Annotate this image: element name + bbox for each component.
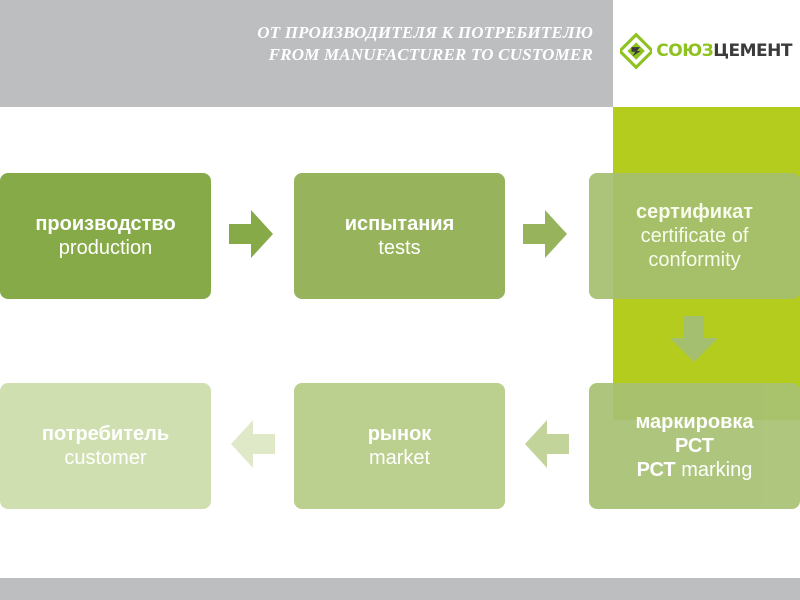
step-label-en-text: marking	[681, 459, 753, 481]
step-label-en: customer	[64, 447, 147, 469]
step-label-ru: производство	[35, 213, 176, 235]
header-band: ОТ ПРОИЗВОДИТЕЛЯ К ПОТРЕБИТЕЛЮ FROM MANU…	[0, 0, 613, 107]
step-label-ru: маркировка	[635, 411, 754, 433]
step-label-en: certificate of conformity	[640, 225, 749, 271]
brand-name-part-a: СОЮЗ	[656, 41, 714, 61]
step-customer: потребитель customer	[0, 383, 211, 509]
page-title-en: FROM MANUFACTURER TO CUSTOMER	[268, 45, 593, 64]
step-certificate: сертификат certificate of conformity	[589, 173, 800, 299]
step-market: рынок market	[294, 383, 505, 509]
brand-name-part-b: ЦЕМЕНТ	[713, 41, 792, 61]
brand-logo: СОЮЗЦЕМЕНТ	[620, 28, 792, 74]
step-label-ru: потребитель	[41, 423, 170, 445]
arrow-down-icon	[670, 316, 718, 362]
arrow-left-icon	[231, 420, 275, 468]
step-label-ru: рынок	[367, 423, 432, 445]
step-pct-marking: маркировка РСТ РСТ marking	[589, 383, 800, 509]
arrow-right-icon	[229, 210, 273, 258]
arrow-left-icon	[525, 420, 569, 468]
step-label-en: РСТ marking	[637, 458, 753, 482]
step-label-ru: сертификат	[635, 201, 753, 223]
step-label-en: production	[58, 237, 153, 259]
step-production: производство production	[0, 173, 211, 299]
step-label-ru: испытания	[344, 213, 455, 235]
step-label-en: market	[368, 447, 431, 469]
step-label-en-abbr: РСТ	[636, 459, 676, 481]
step-label-en: tests	[378, 237, 421, 259]
step-tests: испытания tests	[294, 173, 505, 299]
brand-name: СОЮЗЦЕМЕНТ	[656, 41, 792, 61]
step-label-ru-abbr: РСТ	[674, 435, 714, 457]
soyuzcement-logo-icon	[620, 32, 653, 70]
arrow-right-icon	[523, 210, 567, 258]
page-title-ru: ОТ ПРОИЗВОДИТЕЛЯ К ПОТРЕБИТЕЛЮ	[257, 23, 593, 42]
page-title: ОТ ПРОИЗВОДИТЕЛЯ К ПОТРЕБИТЕЛЮ FROM MANU…	[257, 22, 593, 66]
footer-band	[0, 578, 800, 600]
